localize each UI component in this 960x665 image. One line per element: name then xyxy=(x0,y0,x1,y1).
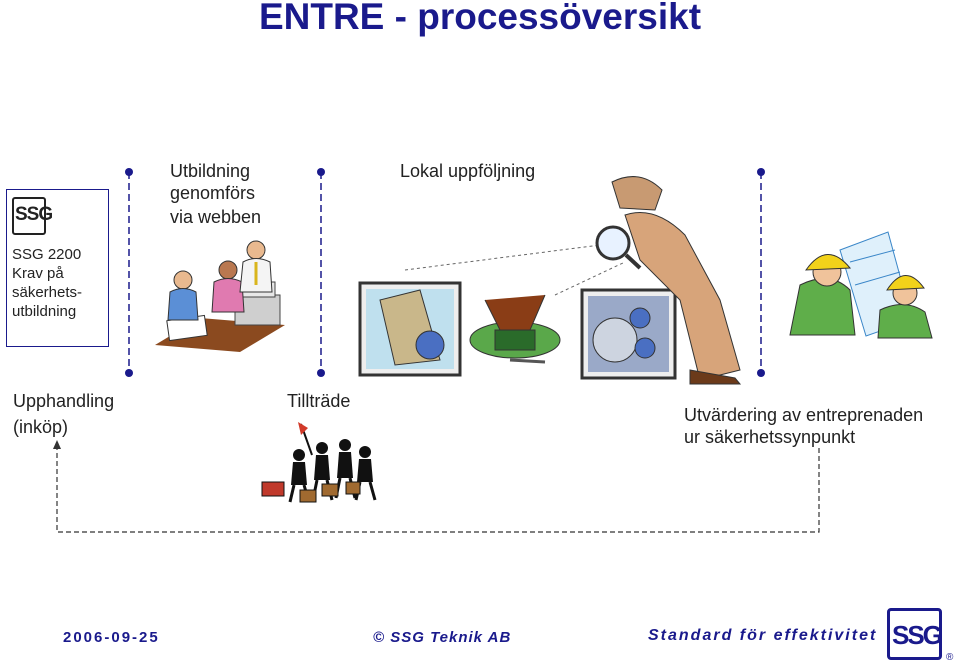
dot-3-bottom xyxy=(757,369,765,377)
timeline-markers xyxy=(128,172,762,373)
footer-copyright: © SSG Teknik AB xyxy=(373,629,512,646)
access-team-illustration xyxy=(261,422,377,503)
footer-date: 2006-09-25 xyxy=(63,629,160,646)
procurement-line-1: Upphandling xyxy=(13,391,115,411)
followup-label: Lokal uppföljning xyxy=(400,161,536,181)
evaluation-label: Utvärdering av entreprenaden ur säkerhet… xyxy=(684,404,923,448)
office-training-illustration xyxy=(155,240,285,352)
training-line-3: via webben xyxy=(170,207,262,227)
training-label: Utbildning genomförs via webben xyxy=(170,160,261,228)
training-line-1: Utbildning xyxy=(170,161,251,181)
footer-slogan: Standard för effektivitet xyxy=(648,627,878,644)
evaluation-line-1: Utvärdering av entreprenaden xyxy=(684,405,924,425)
dot-2-bottom xyxy=(317,369,325,377)
ssg-line-2: Krav på xyxy=(12,265,64,282)
ssg-requirement-box xyxy=(6,189,109,347)
access-label: Tillträde xyxy=(287,391,351,411)
dot-2-top xyxy=(317,168,325,176)
page-title: ENTRE - processöversikt xyxy=(258,0,702,37)
training-line-2: genomförs xyxy=(170,183,256,203)
ssg-line-4: utbildning xyxy=(12,303,77,320)
procurement-label: Upphandling (inköp) xyxy=(13,390,114,438)
ssg-small-logo: SSG xyxy=(12,197,53,235)
inspection-illustration xyxy=(358,176,742,385)
ssg-line-3: säkerhets- xyxy=(12,284,83,301)
dot-1-top xyxy=(125,168,133,176)
timeline-dots xyxy=(125,168,765,377)
procurement-line-2: (inköp) xyxy=(13,417,69,437)
registered-icon: ® xyxy=(946,652,954,663)
ssg-line-1: SSG 2200 xyxy=(12,246,82,263)
evaluation-workers-illustration xyxy=(789,231,933,339)
ssg-requirement-text: SSG 2200 Krav på säkerhets- utbildning xyxy=(12,245,82,321)
ssg-small-logo-text: SSG xyxy=(15,204,53,225)
evaluation-line-2: ur säkerhetssynpunkt xyxy=(684,427,856,447)
feedback-arrowhead-icon xyxy=(53,440,61,449)
dot-1-bottom xyxy=(125,369,133,377)
feedback-line xyxy=(56,447,820,533)
footer-ssg-logo-text: SSG xyxy=(892,620,943,650)
feedback-loop xyxy=(56,447,820,533)
dot-3-top xyxy=(757,168,765,176)
footer-ssg-logo: SSG xyxy=(887,608,943,660)
